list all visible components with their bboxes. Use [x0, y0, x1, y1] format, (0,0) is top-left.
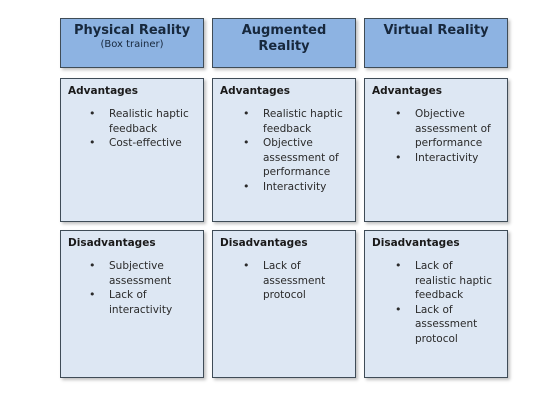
- list-item: • Realistic haptic feedback: [243, 107, 353, 136]
- list-item: • Lack of assessment protocol: [395, 303, 497, 347]
- advantages-list: • Realistic haptic feedback • Objective as…: [243, 107, 353, 195]
- advantages-list: • Objective assessment of performance • In…: [395, 107, 507, 166]
- advantages-heading: Advantages: [68, 85, 139, 97]
- advantages-cell-augmented: Advantages • Realistic haptic feedback • O…: [212, 78, 356, 222]
- list-item-text: Realistic haptic feedback: [109, 108, 189, 135]
- disadvantages-cell-virtual: Disadvantages • Lack of realistic haptic …: [364, 230, 508, 378]
- header-title: Virtual Reality: [383, 23, 489, 38]
- disadvantages-heading: Disadvantages: [372, 237, 460, 249]
- bullet-icon: •: [243, 107, 250, 120]
- list-item: • Interactivity: [395, 151, 507, 166]
- list-item: • Realistic haptic feedback: [89, 107, 201, 136]
- list-item-text: Interactivity: [415, 151, 479, 164]
- advantages-list: • Realistic haptic feedback • Cost-effecti…: [89, 107, 201, 151]
- bullet-icon: •: [243, 136, 250, 149]
- header-title: Physical Reality: [73, 23, 191, 38]
- list-item: • Cost-effective: [89, 136, 201, 151]
- header-title: Augmented Reality: [241, 23, 327, 54]
- bullet-icon: •: [243, 179, 250, 193]
- header-virtual-reality: Virtual Reality: [364, 18, 508, 68]
- list-item-text: Lack of interactivity: [109, 289, 173, 316]
- list-item-text: Lack of assessment protocol: [263, 260, 326, 301]
- list-item-text: Objective assessment of performance: [263, 137, 339, 178]
- list-item: • Subjective assessment: [89, 259, 201, 288]
- disadvantages-list: • Subjective assessment • Lack of interact…: [89, 259, 201, 317]
- list-item: • Interactivity: [243, 180, 353, 195]
- list-item-text: Lack of realistic haptic feedback: [415, 260, 492, 301]
- list-item-text: Lack of assessment protocol: [415, 303, 478, 345]
- advantages-heading: Advantages: [220, 85, 291, 97]
- disadvantages-list: • Lack of assessment protocol: [243, 259, 343, 303]
- list-item-text: Interactivity: [263, 180, 327, 193]
- bullet-icon: •: [395, 259, 402, 272]
- list-item: • Objective assessment of performance: [243, 136, 353, 180]
- bullet-icon: •: [395, 150, 402, 164]
- bullet-icon: •: [395, 302, 402, 316]
- list-item-text: Subjective assessment: [109, 260, 172, 287]
- disadvantages-heading: Disadvantages: [220, 237, 308, 249]
- bullet-icon: •: [395, 107, 402, 120]
- list-item: • Objective assessment of performance: [395, 107, 507, 151]
- list-item-text: Cost-effective: [109, 137, 182, 149]
- disadvantages-cell-augmented: Disadvantages • Lack of assessment protoc…: [212, 230, 356, 378]
- bullet-icon: •: [89, 107, 96, 120]
- bullet-icon: •: [243, 259, 250, 272]
- bullet-icon: •: [89, 136, 96, 149]
- advantages-cell-virtual: Advantages • Objective assessment of perf…: [364, 78, 508, 222]
- header-physical-reality: Physical Reality (Box trainer): [60, 18, 204, 68]
- disadvantages-cell-physical: Disadvantages • Subjective assessment • La…: [60, 230, 204, 378]
- list-item: • Lack of assessment protocol: [243, 259, 343, 303]
- bullet-icon: •: [89, 259, 96, 272]
- list-item: • Lack of realistic haptic feedback: [395, 259, 497, 303]
- bullet-icon: •: [89, 288, 96, 301]
- advantages-heading: Advantages: [372, 85, 443, 97]
- disadvantages-list: • Lack of realistic haptic feedback • Lack…: [395, 259, 497, 347]
- header-subtitle: (Box trainer): [100, 39, 164, 50]
- list-item-text: Realistic haptic feedback: [263, 108, 343, 135]
- list-item: • Lack of interactivity: [89, 288, 201, 317]
- advantages-cell-physical: Advantages • Realistic haptic feedback • C…: [60, 78, 204, 222]
- list-item-text: Objective assessment of performance: [415, 108, 491, 149]
- header-augmented-reality: Augmented Reality: [212, 18, 356, 68]
- disadvantages-heading: Disadvantages: [68, 237, 156, 249]
